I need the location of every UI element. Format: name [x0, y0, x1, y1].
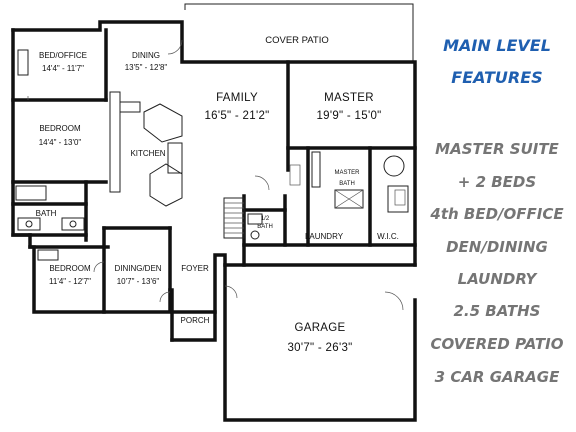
dim-garage: 30'7" - 26'3" [287, 342, 352, 354]
feature-garage: 3 CAR GARAGE [434, 368, 560, 386]
label-dining-den: DINING/DEN [114, 264, 161, 273]
dim-family: 16'5" - 21'2" [204, 110, 269, 122]
dim-bed-office: 14'4" - 11'7" [42, 64, 84, 73]
features-panel: MAIN LEVEL FEATURES MASTER SUITE + 2 BED… [418, 0, 576, 432]
dim-bedroom-2: 11'4" - 12'7" [49, 277, 91, 286]
features-title-line2: FEATURES [451, 68, 543, 87]
label-family: FAMILY [216, 92, 258, 104]
label-garage: GARAGE [294, 322, 345, 334]
label-half-bath-2: BATH [257, 224, 273, 230]
feature-baths: 2.5 BATHS [453, 302, 541, 320]
label-bedroom-1: BEDROOM [39, 124, 81, 133]
label-bed-office: BED/OFFICE [39, 51, 87, 60]
label-half-bath-1: 1/2 [261, 216, 270, 222]
feature-laundry: LAUNDRY [457, 270, 537, 288]
fixtures [15, 39, 409, 311]
label-master-bath-2: BATH [339, 181, 355, 187]
label-dining: DINING [132, 51, 160, 60]
label-kitchen: KITCHEN [130, 149, 165, 158]
floor-plan: COVER PATIO BED/OFFICE 14'4" - 11'7" DIN… [11, 3, 417, 422]
label-master: MASTER [324, 92, 374, 104]
dim-dining: 13'5" - 12'8" [125, 63, 168, 72]
label-cover-patio: COVER PATIO [265, 35, 329, 46]
room-labels: COVER PATIO BED/OFFICE 14'4" - 11'7" DIN… [36, 35, 399, 354]
label-bedroom-2: BEDROOM [49, 264, 91, 273]
dim-bedroom-1: 14'4" - 13'0" [39, 138, 82, 147]
feature-covered-patio: COVERED PATIO [430, 335, 564, 353]
feature-den-dining: DEN/DINING [446, 238, 548, 256]
label-laundry: LAUNDRY [305, 232, 344, 241]
cover-patio-outline [184, 3, 414, 62]
label-porch: PORCH [181, 316, 210, 325]
features-title-line1: MAIN LEVEL [443, 36, 551, 55]
dim-dining-den: 10'7" - 13'6" [117, 277, 160, 286]
feature-two-beds: + 2 BEDS [457, 173, 537, 191]
feature-master-suite: MASTER SUITE [435, 140, 559, 158]
feature-bed-office: 4th BED/OFFICE [430, 205, 564, 223]
stairs [223, 197, 245, 239]
dim-master: 19'9" - 15'0" [316, 110, 381, 122]
label-wic: W.I.C. [377, 232, 399, 241]
label-master-bath-1: MASTER [334, 170, 360, 176]
label-bath: BATH [36, 209, 57, 218]
label-foyer: FOYER [181, 264, 209, 273]
